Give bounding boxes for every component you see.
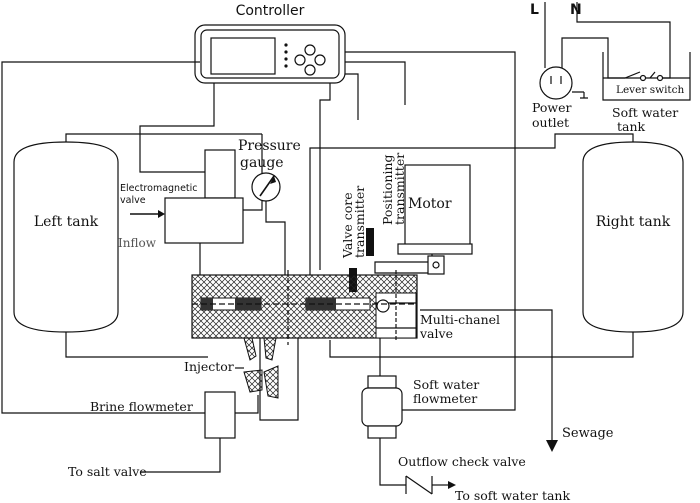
to-salt-valve-label: To salt valve [68,464,147,479]
left-tank [13,141,119,333]
pressure-gauge-label-1: Pressure [238,138,301,154]
inflow-label: Inflow [118,236,157,250]
pressure-gauge-label-2: gauge [240,155,284,171]
brine-flowmeter-label: Brine flowmeter [90,399,193,414]
soft-water-tank-label-1: Soft water [612,105,678,120]
pressure-gauge-icon [251,172,286,275]
multi-channel-label-2: valve [419,326,453,341]
power-outlet-label-1: Power [532,100,572,115]
power-outlet-icon [539,66,588,100]
sewage-arrow-icon [546,440,558,452]
positioning-label-2: transmitter [392,153,407,225]
lever-switch-label: Lever switch [616,84,685,96]
injector-label: Injector [184,359,234,374]
sewage-label: Sewage [562,426,614,441]
valve-core-label-1: Valve core [340,192,355,259]
left-tank-label: Left tank [34,214,99,230]
right-tank [582,141,684,333]
multi-channel-valve [191,270,418,345]
soft-water-tank-icon [602,52,691,101]
controller-label: Controller [236,3,305,19]
valve-core-label-2: transmitter [352,186,367,258]
multi-channel-label-1: Multi-chanel [420,312,500,327]
neutral-label: N [570,2,582,18]
positioning-transmitter [366,228,374,256]
motor-label: Motor [408,196,452,212]
live-label: L [530,2,539,18]
to-soft-tank-label: To soft water tank [455,488,570,503]
electromagnetic-label-1: Electromagnetic [120,183,198,194]
electromagnetic-valve [164,134,263,275]
brine-flowmeter [140,391,259,473]
outflow-check-valve-icon [405,475,456,495]
soft-water-flowmeter [361,338,406,486]
soft-flowmeter-label-2: flowmeter [413,391,477,406]
motor [374,164,473,275]
positioning-label-1: Positioning [380,155,395,226]
electromagnetic-label-2: valve [120,195,146,206]
soft-flowmeter-label-1: Soft water [413,377,479,392]
check-valve-label: Outflow check valve [398,454,526,469]
injector [235,337,299,421]
right-tank-label: Right tank [596,214,671,230]
controller [194,24,346,84]
power-outlet-label-2: outlet [532,115,569,130]
soft-water-tank-label-2: tank [617,119,646,134]
inflow-arrow-icon [158,210,165,218]
